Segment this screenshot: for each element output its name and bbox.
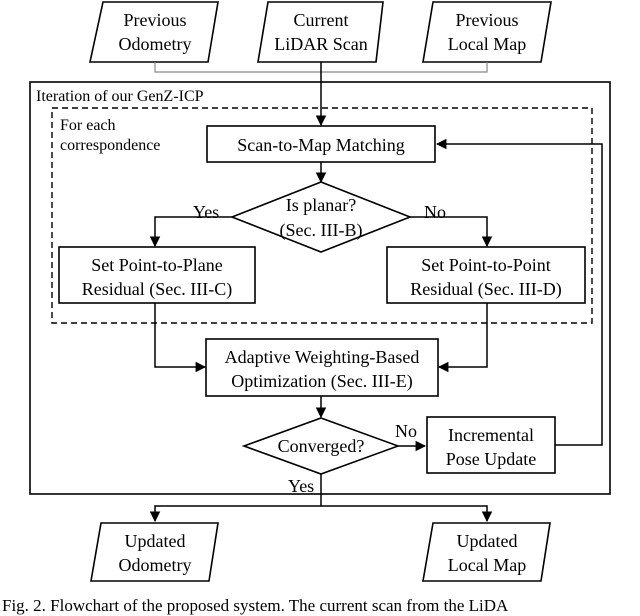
svg-text:Set Point-to-Plane: Set Point-to-Plane	[91, 255, 223, 275]
svg-text:Pose Update: Pose Update	[446, 449, 536, 469]
inner-frame-label-line1: For each	[60, 117, 116, 134]
current-lidar-scan-input: Current LiDAR Scan	[257, 1, 384, 63]
svg-text:Set Point-to-Point: Set Point-to-Point	[421, 255, 551, 275]
svg-text:Current: Current	[294, 10, 349, 30]
outer-frame-label: Iteration of our GenZ-ICP	[36, 88, 204, 105]
outer-iteration-frame	[29, 81, 611, 495]
inner-frame-label-line2: correspondence	[60, 137, 160, 154]
svg-text:Adaptive Weighting-Based: Adaptive Weighting-Based	[225, 347, 420, 367]
point-to-optimization-arrow	[437, 303, 488, 373]
figure-caption: Fig. 2. Flowchart of the proposed system…	[2, 596, 509, 615]
svg-text:Previous: Previous	[124, 10, 187, 30]
svg-text:(Sec. III-B): (Sec. III-B)	[280, 220, 363, 241]
previous-local-map-input: Previous Local Map	[422, 1, 552, 63]
output-split-left-arrow	[149, 505, 321, 523]
updated-odometry-output: Updated Odometry	[90, 522, 219, 582]
no-branch-arrow	[410, 216, 493, 248]
svg-text:Converged?: Converged?	[278, 436, 365, 456]
inner-correspondence-frame	[51, 107, 593, 324]
svg-text:Local Map: Local Map	[448, 34, 526, 54]
optimization-box: Adaptive Weighting-Based Optimization (S…	[205, 338, 439, 397]
point-to-point-box: Set Point-to-Point Residual (Sec. III-D)	[386, 246, 586, 304]
svg-text:Scan-to-Map Matching: Scan-to-Map Matching	[237, 135, 404, 155]
svg-text:Updated: Updated	[457, 531, 518, 551]
converged-no-label: No	[395, 421, 417, 441]
svg-text:Odometry: Odometry	[119, 555, 192, 575]
converged-yes-label: Yes	[288, 476, 314, 496]
is-planar-decision: Is planar? (Sec. III-B)	[229, 181, 413, 253]
converged-decision: Converged?	[241, 417, 401, 475]
svg-text:Updated: Updated	[125, 531, 186, 551]
svg-text:Previous: Previous	[456, 10, 519, 30]
svg-text:Incremental: Incremental	[448, 425, 534, 445]
yes-branch-arrow	[149, 216, 232, 248]
updated-local-map-output: Updated Local Map	[422, 522, 551, 582]
svg-text:Residual (Sec. III-D): Residual (Sec. III-D)	[410, 279, 561, 300]
svg-text:LiDAR Scan: LiDAR Scan	[274, 34, 368, 54]
output-split-right-arrow	[321, 505, 493, 523]
yes-branch-label: Yes	[193, 202, 219, 222]
svg-text:Local Map: Local Map	[448, 555, 526, 575]
point-to-plane-box: Set Point-to-Plane Residual (Sec. III-C)	[58, 246, 256, 304]
svg-text:Odometry: Odometry	[119, 34, 192, 54]
svg-text:Is planar?: Is planar?	[286, 195, 356, 215]
svg-text:Optimization (Sec. III-E): Optimization (Sec. III-E)	[231, 371, 412, 392]
svg-text:Residual (Sec. III-C): Residual (Sec. III-C)	[82, 279, 232, 300]
scan-to-map-matching-box: Scan-to-Map Matching	[206, 125, 436, 163]
pose-update-loop-arrow	[435, 138, 603, 446]
no-branch-label: No	[424, 202, 446, 222]
pose-update-box: Incremental Pose Update	[426, 416, 556, 474]
previous-odometry-input: Previous Odometry	[89, 1, 219, 63]
plane-to-optimization-arrow	[154, 303, 207, 373]
